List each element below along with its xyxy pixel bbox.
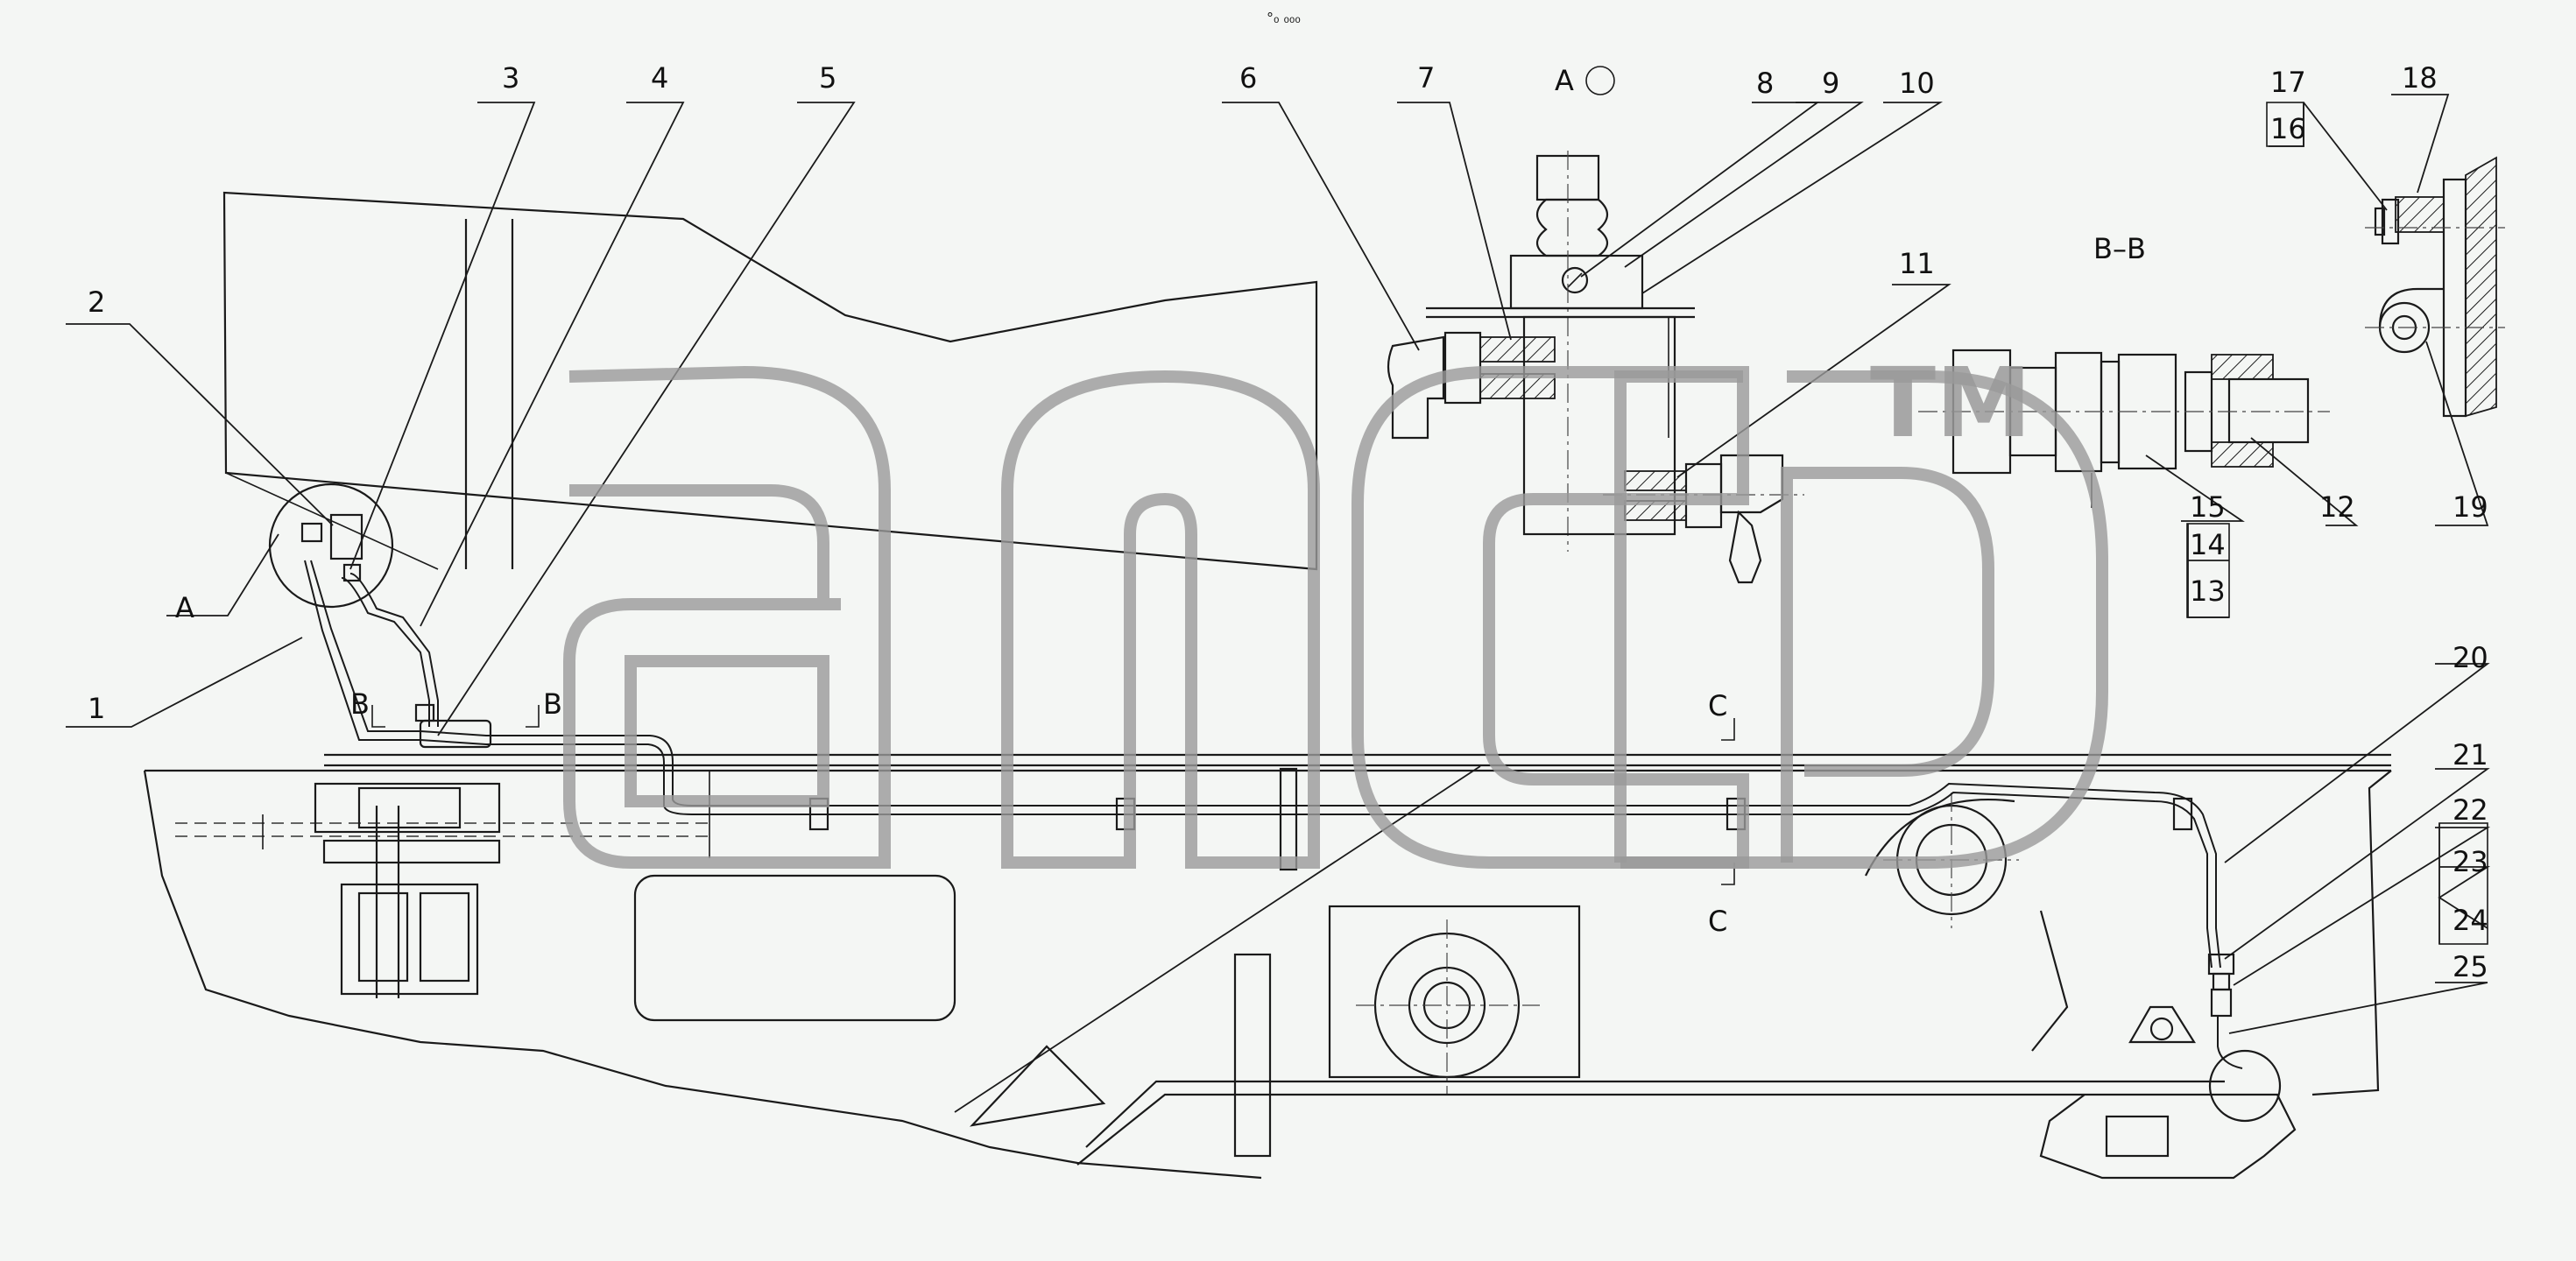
callout-17: 17 — [2270, 66, 2306, 99]
callout-21: 21 — [2452, 738, 2488, 771]
callout-14: 14 — [2190, 528, 2226, 561]
callout-5: 5 — [819, 61, 836, 95]
callout-19: 19 — [2452, 490, 2488, 524]
callout-22: 22 — [2452, 793, 2488, 827]
cut-b-left: B — [350, 687, 370, 721]
header-mark: °₀ ₀₀₀ — [1267, 10, 1301, 26]
main-assembly-view — [143, 191, 2392, 1180]
callout-10: 10 — [1899, 67, 1935, 100]
cut-b-right: B — [543, 687, 562, 721]
detail-a-view — [1387, 66, 1804, 584]
callout-12: 12 — [2319, 490, 2355, 524]
callout-3: 3 — [502, 61, 519, 95]
callout-7: 7 — [1417, 61, 1435, 95]
section-c-view — [2365, 156, 2505, 418]
callout-8: 8 — [1756, 67, 1774, 100]
trademark-mark: TM — [1870, 347, 2032, 459]
callout-18: 18 — [2402, 61, 2438, 95]
callout-6: 6 — [1239, 61, 1257, 95]
cut-c-bottom: C — [1708, 905, 1727, 938]
callout-20: 20 — [2452, 641, 2488, 674]
detail-a-title: A — [1555, 64, 1574, 97]
callout-24: 24 — [2452, 904, 2488, 937]
callout-a-marker: A — [175, 591, 194, 624]
callout-15: 15 — [2190, 490, 2226, 524]
callout-labels: 2 A 1 3 4 5 6 7 A 8 9 10 11 B–B 12 15 14… — [88, 61, 2488, 983]
callout-4: 4 — [651, 61, 668, 95]
callout-9: 9 — [1822, 67, 1839, 100]
cut-c-top: C — [1708, 689, 1727, 722]
section-bb-view — [1918, 349, 2330, 508]
callout-13: 13 — [2190, 574, 2226, 608]
callout-23: 23 — [2452, 845, 2488, 878]
callout-11: 11 — [1899, 247, 1935, 280]
callout-2: 2 — [88, 285, 105, 319]
callout-25: 25 — [2452, 950, 2488, 983]
callout-1: 1 — [88, 692, 105, 725]
watermark-logo: TM — [563, 347, 2108, 869]
callout-leaders — [66, 94, 2491, 1113]
callout-16: 16 — [2270, 112, 2306, 145]
section-bb-title: B–B — [2093, 232, 2146, 265]
